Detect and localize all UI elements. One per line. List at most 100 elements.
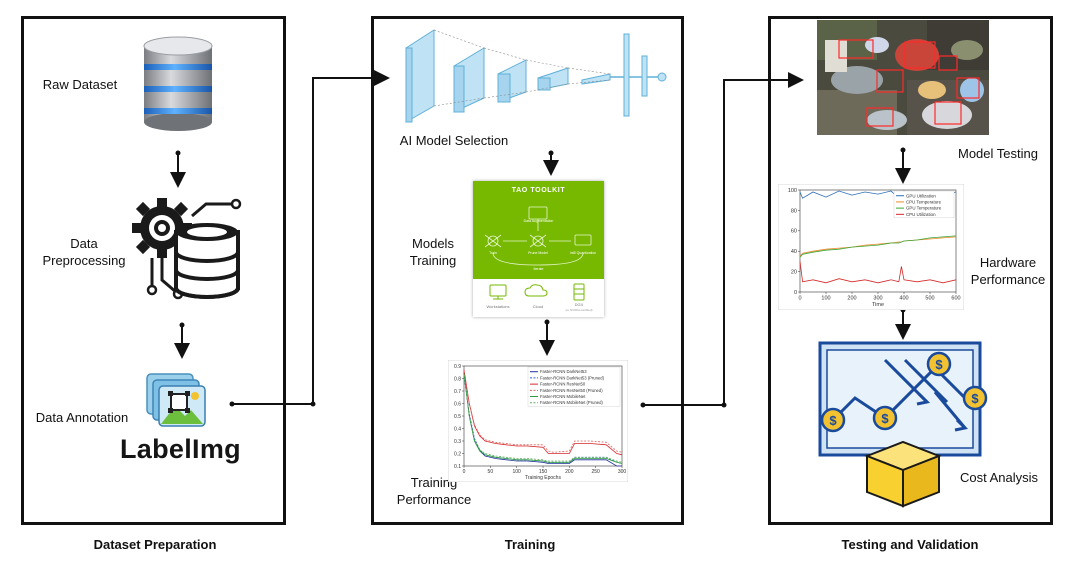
arrow-training-to-performance — [539, 319, 555, 356]
x-tick-label: 200 — [565, 469, 574, 475]
model-testing-image — [817, 20, 989, 135]
y-tick-label: 0.1 — [454, 464, 461, 470]
hardware-performance-label: Hardware Performance — [966, 254, 1050, 288]
arrow-selection-to-training — [543, 150, 559, 176]
legend-entry: Faster-RCNN DarkNet53 (Pruned) — [540, 375, 605, 380]
legend-entry: Faster-RCNN MobileNet (Pruned) — [540, 400, 603, 405]
cost-analysis-illustration: $ $ $ $ — [818, 341, 988, 508]
y-tick-label: 0.3 — [454, 439, 461, 445]
arrow-raw-to-preprocessing — [170, 150, 186, 188]
tao-toolkit-title: TAO TOOLKIT — [511, 187, 566, 194]
arrow-preprocessing-to-annotation — [174, 322, 190, 359]
coin-icon-2: $ — [872, 405, 898, 431]
y-tick-label: 0.5 — [454, 414, 461, 420]
x-tick-label: 150 — [539, 469, 548, 475]
tao-deploy-icons — [489, 283, 585, 301]
box-icon — [864, 440, 942, 508]
labelimg-app-icon — [146, 373, 206, 427]
tao-toolkit-top: TAO TOOLKIT Data Augmentation Train Prun… — [473, 181, 604, 279]
prune-node-icon — [529, 234, 547, 248]
series-line — [463, 374, 623, 463]
series-line — [799, 236, 957, 257]
tao-target-cloud: Cloud — [532, 304, 544, 309]
y-tick-label: 0.2 — [454, 451, 461, 457]
training-caption: Training — [504, 537, 556, 552]
arrow-training-to-testing — [640, 72, 804, 408]
x-tick-label: 0 — [463, 469, 466, 475]
data-preprocessing-line-2: Preprocessing — [42, 253, 126, 268]
coin-icon-3: $ — [926, 351, 952, 377]
series-line — [463, 373, 623, 464]
legend-entry: CPU Temperature — [906, 199, 942, 204]
x-tick-label: 600 — [951, 296, 960, 302]
series-line — [799, 235, 957, 258]
coin-icon-1: $ — [820, 407, 846, 433]
models-training-line-1: Models — [412, 236, 454, 251]
svg-text:$: $ — [971, 391, 979, 406]
y-tick-label: 0.4 — [454, 426, 461, 432]
x-tick-label: 400 — [899, 296, 908, 302]
tao-toolkit-card: TAO TOOLKIT Data Augmentation Train Prun… — [473, 181, 604, 317]
legend-box — [527, 366, 621, 407]
hardware-performance-line-1: Hardware — [979, 255, 1037, 270]
y-tick-label: 100 — [788, 188, 797, 194]
coin-icon-4: $ — [962, 385, 988, 411]
tao-toolkit-flow — [484, 206, 592, 266]
svg-text:$: $ — [935, 357, 943, 372]
legend-entry: GPU Temperature — [906, 206, 942, 211]
y-tick-label: 0.6 — [454, 401, 461, 407]
train-node-icon — [484, 234, 502, 248]
neural-network-icon — [405, 29, 667, 123]
x-tick-label: 300 — [873, 296, 882, 302]
legend-entry: Faster-RCNN MobileNet — [540, 394, 586, 399]
legend-entry: GPU Utilization — [906, 193, 936, 198]
cost-analysis-label: Cost Analysis — [959, 470, 1039, 485]
quantize-node-icon — [574, 234, 592, 246]
legend-entry: Faster-RCNN DarkNet53 — [540, 369, 587, 374]
tao-int8-label: Int8 Quantization — [569, 251, 597, 255]
y-tick-label: 20 — [791, 270, 797, 276]
labelimg-logo-text: LabelImg — [120, 434, 241, 464]
training-performance-line-1: Training — [410, 475, 458, 490]
tao-data-augmentation: Data Augmentation — [523, 219, 554, 223]
x-tick-label: 100 — [821, 296, 830, 302]
model-testing-label: Model Testing — [958, 146, 1038, 161]
x-axis-label: Time — [872, 302, 884, 308]
hardware-performance-line-2: Performance — [970, 272, 1046, 287]
dataset-preparation-caption: Dataset Preparation — [93, 537, 217, 552]
y-tick-label: 0.9 — [454, 364, 461, 370]
y-tick-label: 0.7 — [454, 389, 461, 395]
tao-target-dgx-sub: (or NVIDIA-certified) — [565, 308, 593, 312]
raw-dataset-label: Raw Dataset — [42, 77, 118, 92]
training-performance-label: Training Performance — [388, 474, 480, 508]
y-tick-label: 60 — [791, 229, 797, 235]
x-tick-label: 0 — [798, 296, 801, 302]
arrow-dataset-to-training — [229, 70, 390, 407]
models-training-line-2: Training — [409, 253, 457, 268]
legend-entry: Faster-RCNN ResNet50 (Pruned) — [540, 388, 603, 393]
x-tick-label: 250 — [591, 469, 600, 475]
x-axis-label: Training Epochs — [525, 475, 561, 481]
gear-database-icon — [132, 198, 242, 300]
svg-text:$: $ — [829, 413, 837, 428]
legend-entry: Faster-RCNN ResNet50 — [540, 382, 586, 387]
series-line — [799, 261, 957, 284]
y-tick-label: 0.8 — [454, 376, 461, 382]
tao-prune-label: Prune Model — [528, 251, 548, 255]
y-tick-label: 40 — [791, 249, 797, 255]
x-tick-label: 100 — [512, 469, 521, 475]
training-performance-line-2: Performance — [396, 492, 472, 507]
tao-target-workstations: Workstations — [486, 304, 510, 309]
arrow-hardware-to-cost — [895, 307, 911, 340]
x-tick-label: 50 — [488, 469, 494, 475]
ai-model-selection-label: AI Model Selection — [399, 133, 509, 148]
y-tick-label: 0 — [794, 290, 797, 296]
data-preprocessing-line-1: Data — [70, 236, 98, 251]
svg-text:$: $ — [881, 411, 889, 426]
x-tick-label: 300 — [618, 469, 627, 475]
arrow-testing-to-hardware — [895, 147, 911, 184]
x-tick-label: 200 — [847, 296, 856, 302]
x-tick-label: 500 — [925, 296, 934, 302]
testing-validation-caption: Testing and Validation — [841, 537, 979, 552]
